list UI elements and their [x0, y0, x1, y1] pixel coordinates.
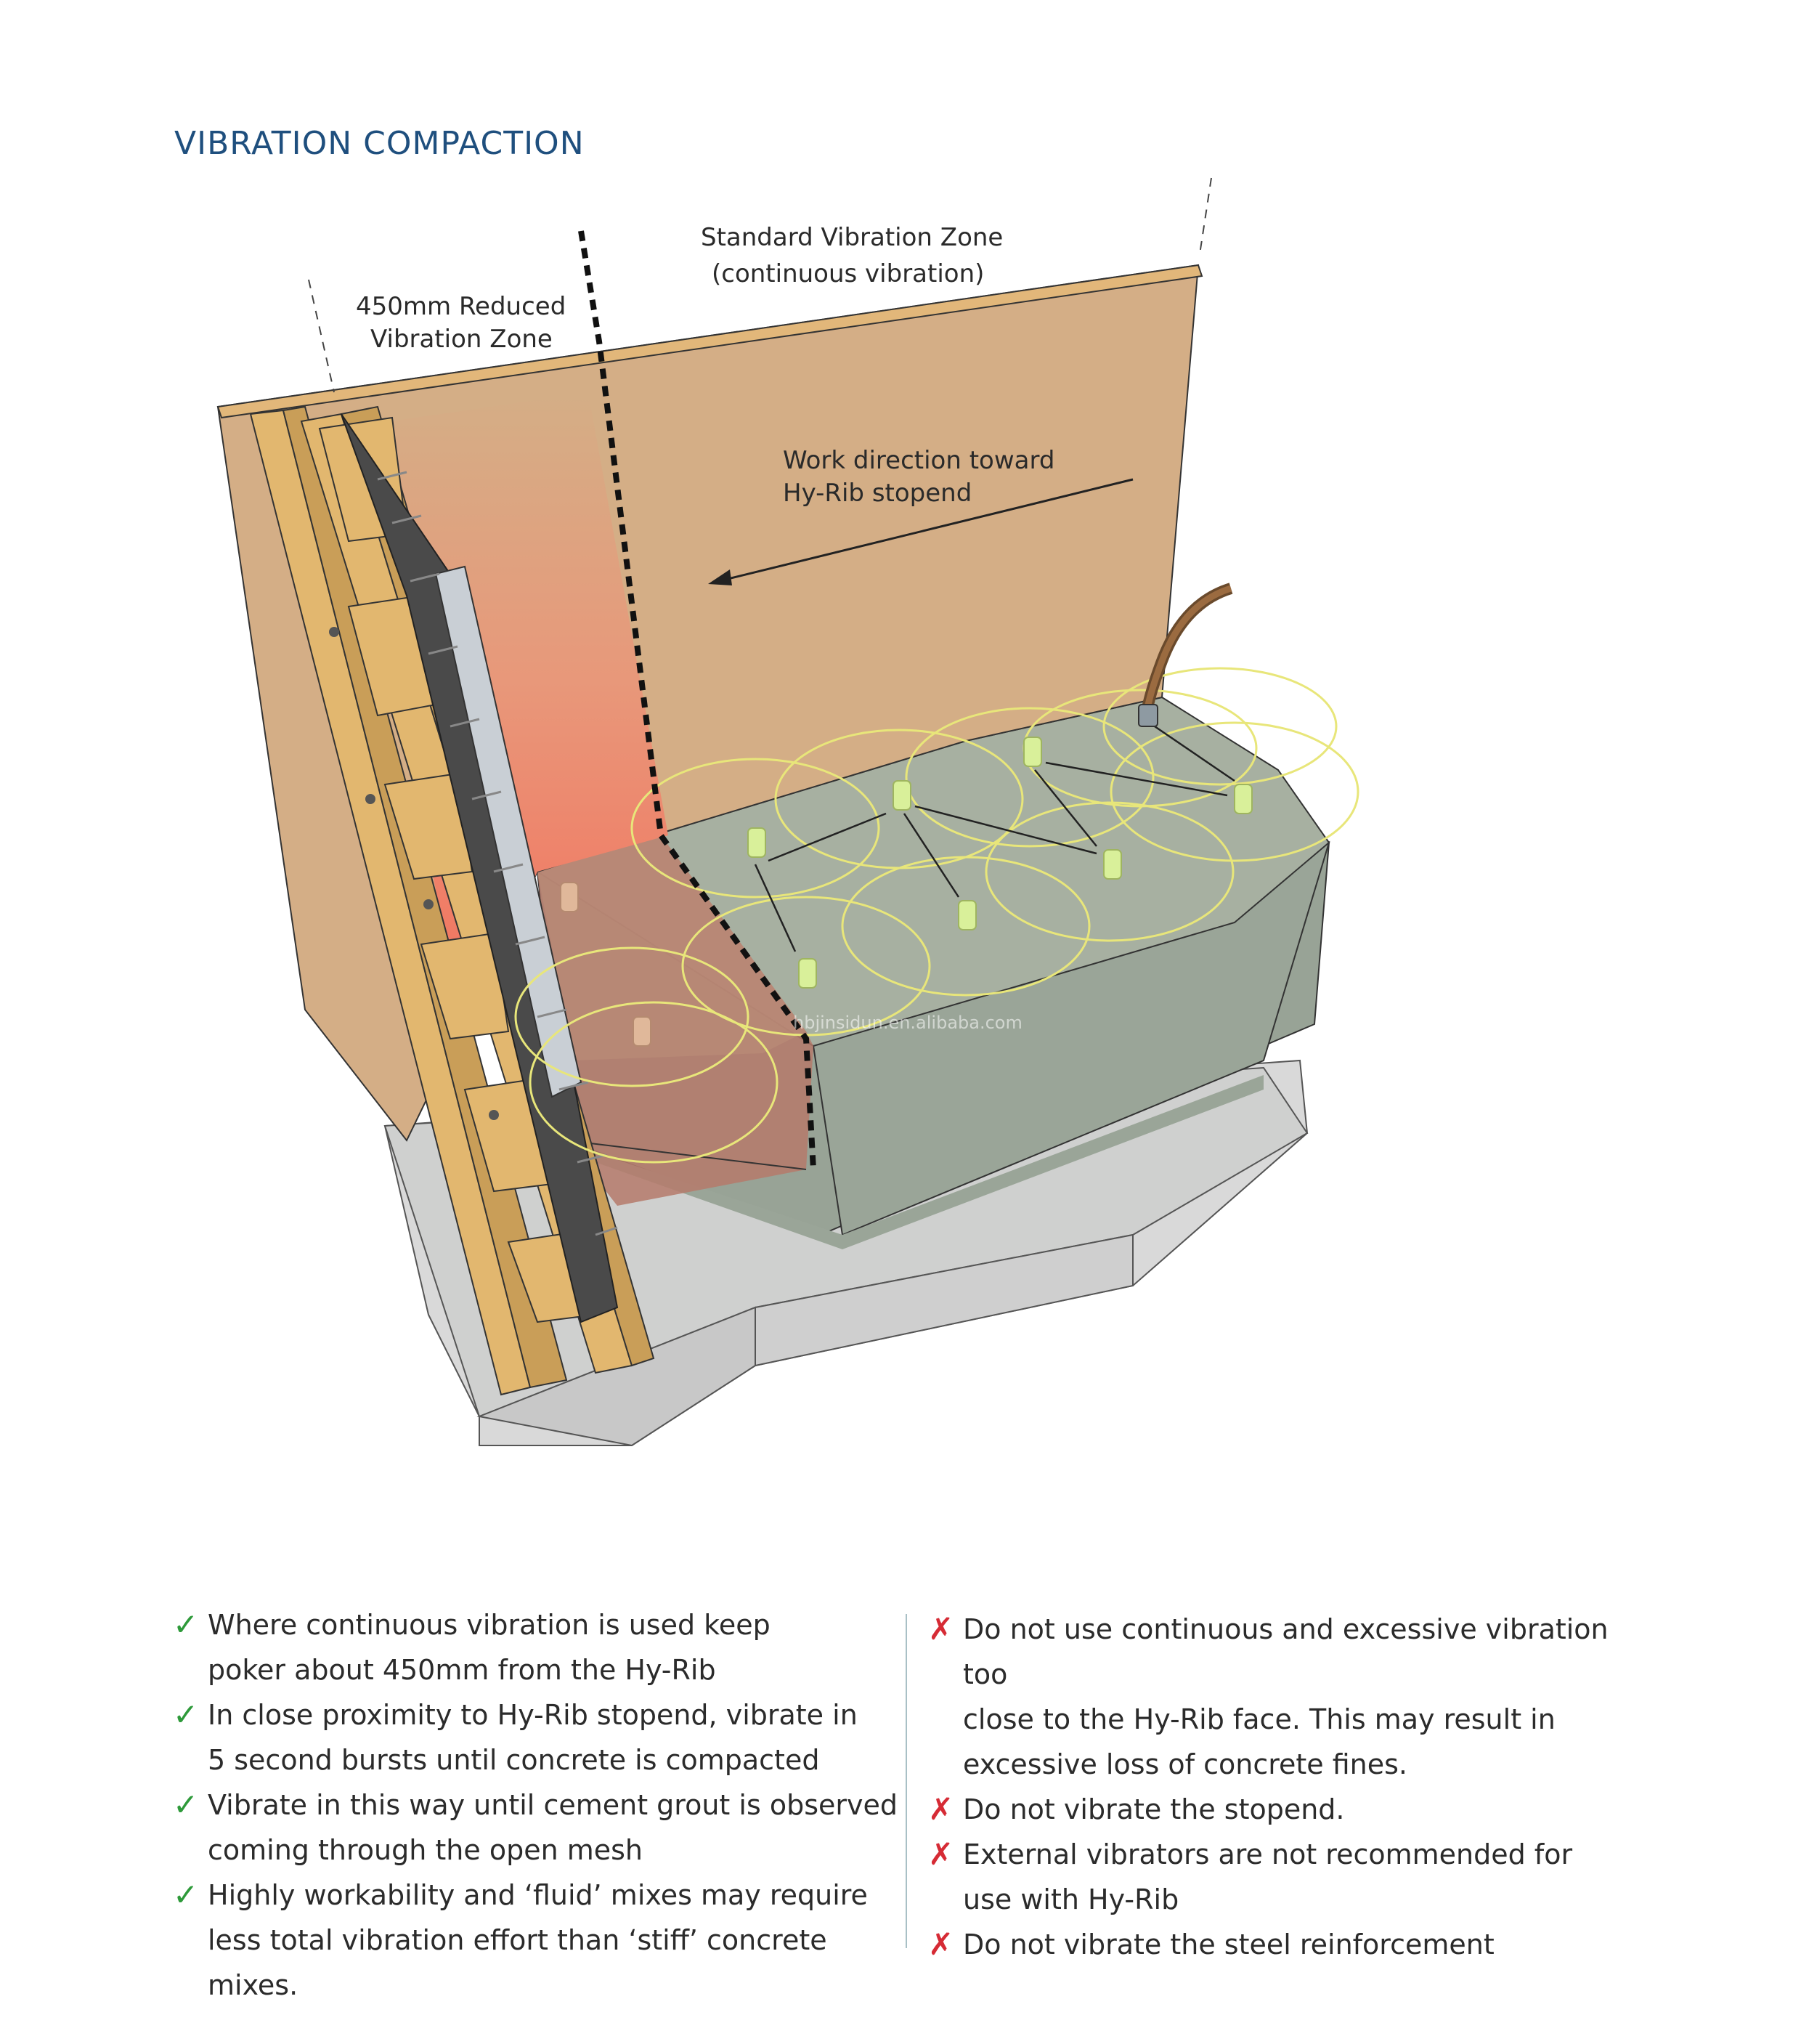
column-divider — [906, 1614, 907, 1948]
poker-positions — [560, 737, 1253, 1047]
label-work-direction-2: Hy-Rib stopend — [783, 479, 972, 508]
vibrator-hose — [1138, 583, 1233, 727]
watermark: hbjinsidun.en.alibaba.com — [793, 1013, 1023, 1033]
dont-item: ✗ External vibrators are not recommended… — [928, 1832, 1654, 1922]
dont-item-line: Do not vibrate the steel reinforcement — [963, 1929, 1495, 1960]
page-title: VIBRATION COMPACTION — [174, 125, 585, 162]
dont-list: ✗ Do not use continuous and excessive vi… — [928, 1607, 1654, 1967]
label-standard-zone-2: (continuous vibration) — [712, 259, 984, 288]
do-item-line: 5 second bursts until concrete is compac… — [208, 1744, 820, 1776]
check-icon: ✓ — [173, 1877, 199, 1913]
do-item-line: coming through the open mesh — [208, 1834, 643, 1866]
zone-boundary-line — [578, 230, 816, 1170]
concrete-pour — [535, 696, 1330, 1249]
do-list: ✓ Where continuous vibration is used kee… — [173, 1602, 899, 2008]
do-item: ✓ Highly workability and ‘fluid’ mixes m… — [173, 1873, 899, 2008]
do-item-line: less total vibration effort than ‘stiff’… — [208, 1924, 827, 2001]
do-item-line: Where continuous vibration is used keep — [208, 1609, 771, 1641]
check-icon: ✓ — [173, 1697, 199, 1732]
do-item: ✓ In close proximity to Hy-Rib stopend, … — [173, 1692, 899, 1783]
vibration-compaction-diagram: 450mm Reduced Vibration Zone Standard Vi… — [216, 177, 1359, 1447]
dont-item-line: close to the Hy-Rib face. This may resul… — [963, 1703, 1556, 1735]
dont-item-line: use with Hy-Rib — [963, 1883, 1179, 1915]
label-work-direction-1: Work direction toward — [783, 446, 1054, 475]
cross-icon: ✗ — [928, 1611, 954, 1647]
label-standard-zone-1: Standard Vibration Zone — [701, 223, 1003, 252]
dont-item-line: Do not use continuous and excessive vibr… — [963, 1613, 1609, 1690]
do-item: ✓ Vibrate in this way until cement grout… — [173, 1783, 899, 1873]
cross-icon: ✗ — [928, 1926, 954, 1962]
do-item-line: In close proximity to Hy-Rib stopend, vi… — [208, 1699, 858, 1731]
dont-item: ✗ Do not use continuous and excessive vi… — [928, 1607, 1654, 1787]
work-direction-arrow — [708, 478, 1134, 585]
guide-lines — [308, 177, 1212, 393]
do-item-line: Vibrate in this way until cement grout i… — [208, 1789, 898, 1821]
dont-item: ✗ Do not vibrate the stopend. — [928, 1787, 1654, 1832]
dont-item-line: excessive loss of concrete fines. — [963, 1748, 1408, 1780]
dont-item: ✗ Do not vibrate the steel reinforcement — [928, 1922, 1654, 1967]
vibration-rings — [514, 667, 1359, 1164]
poker-path-arrows — [754, 725, 1235, 952]
check-icon: ✓ — [173, 1787, 199, 1822]
hy-rib-mesh — [341, 413, 619, 1323]
do-item: ✓ Where continuous vibration is used kee… — [173, 1602, 899, 1692]
label-reduced-zone-2: Vibration Zone — [370, 325, 553, 354]
cross-icon: ✗ — [928, 1836, 954, 1872]
do-item-line: poker about 450mm from the Hy-Rib — [208, 1654, 716, 1686]
dont-item-line: Do not vibrate the stopend. — [963, 1793, 1345, 1825]
label-reduced-zone-1: 450mm Reduced — [356, 292, 566, 321]
do-item-line: Highly workability and ‘fluid’ mixes may… — [208, 1879, 868, 1911]
dont-item-line: External vibrators are not recommended f… — [963, 1838, 1573, 1870]
diagram-labels: 450mm Reduced Vibration Zone Standard Vi… — [356, 223, 1054, 508]
check-icon: ✓ — [173, 1607, 199, 1642]
cross-icon: ✗ — [928, 1791, 954, 1827]
